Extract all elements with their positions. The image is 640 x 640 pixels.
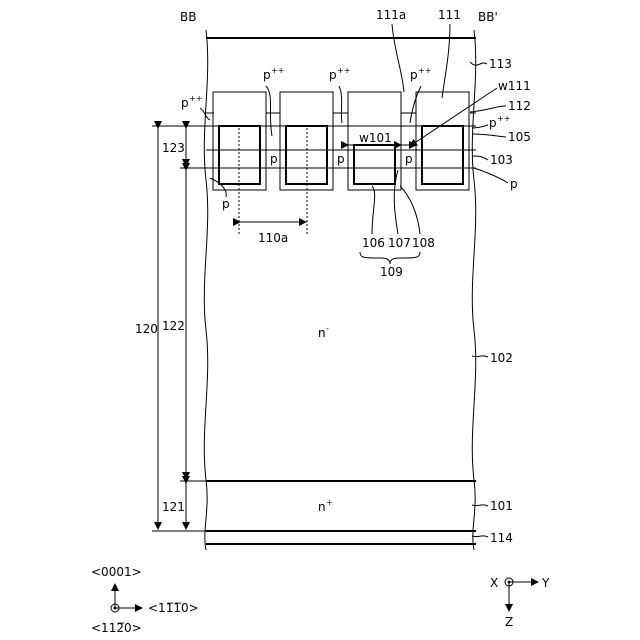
left-break-line — [204, 30, 207, 550]
ref-103: 103 — [490, 153, 513, 167]
ref-121: 121 — [162, 500, 185, 514]
axis-1-100-label: <11̅1̅0> — [148, 601, 199, 615]
svg-text:++: ++ — [497, 114, 510, 123]
svg-text:p: p — [410, 68, 418, 82]
svg-text:p: p — [181, 96, 189, 110]
pp-label-1: p++ — [263, 66, 284, 82]
ref-122: 122 — [162, 319, 185, 333]
w111-leader — [410, 88, 497, 146]
svg-text:-: - — [326, 324, 329, 333]
ref-123: 123 — [162, 141, 185, 155]
pp-label-2: p++ — [329, 66, 350, 82]
ref-106: 106 — [362, 236, 385, 250]
trench-gate-4 — [416, 92, 469, 190]
right-break-line — [472, 30, 475, 550]
pp-region-2 — [333, 113, 348, 126]
svg-text:++: ++ — [271, 66, 284, 75]
svg-text:p: p — [489, 116, 497, 130]
ref-111a: 111a — [376, 8, 406, 22]
ref-w101: w101 — [359, 131, 392, 145]
brace-109 — [360, 252, 420, 264]
ref-112: 112 — [508, 99, 531, 113]
axis-z-label: Z — [505, 615, 513, 629]
p-label-between-2: p — [337, 152, 345, 166]
axis-y-label: Y — [541, 576, 550, 590]
p-label-between-1: p — [270, 152, 278, 166]
ref-110a: 110a — [258, 231, 288, 245]
svg-text:++: ++ — [189, 94, 202, 103]
ref-102: 102 — [490, 351, 513, 365]
pp-region-1 — [266, 113, 280, 126]
svg-text:n: n — [318, 326, 326, 340]
crystal-axes: <0001> <11̅1̅0> <112̅0> — [91, 565, 199, 635]
section-label-bb: BB — [180, 10, 196, 24]
svg-text:++: ++ — [418, 66, 431, 75]
ref-120: 120 — [135, 322, 158, 336]
svg-text:n: n — [318, 500, 326, 514]
ref-w111: w111 — [498, 79, 531, 93]
p-label-between-3: p — [405, 152, 413, 166]
ref-107: 107 — [388, 236, 411, 250]
ref-114: 114 — [490, 531, 513, 545]
pp-region-3 — [401, 113, 416, 126]
axis-x-label: X — [490, 576, 498, 590]
n-plus-label: n+ — [318, 498, 333, 514]
ref-113: 113 — [489, 57, 512, 71]
section-label-bb-prime: BB' — [478, 10, 498, 24]
svg-text:++: ++ — [337, 66, 350, 75]
pp-label-right: p++ — [489, 114, 510, 130]
ref-111: 111 — [438, 8, 461, 22]
axis-11-20-label: <112̅0> — [91, 621, 142, 635]
pp-label-left: p++ — [181, 94, 202, 110]
svg-text:p: p — [263, 68, 271, 82]
axis-0001-label: <0001> — [91, 565, 142, 579]
xyz-axes: X Y Z — [490, 576, 550, 629]
ref-101: 101 — [490, 499, 513, 513]
ref-108: 108 — [412, 236, 435, 250]
p-label-left: p — [222, 197, 230, 211]
p-label-right: p — [510, 177, 518, 191]
ref-105: 105 — [508, 130, 531, 144]
pp-label-3: p++ — [410, 66, 431, 82]
svg-text:+: + — [326, 498, 333, 507]
ref-109: 109 — [380, 265, 403, 279]
svg-text:p: p — [329, 68, 337, 82]
n-minus-label: n- — [318, 324, 329, 340]
